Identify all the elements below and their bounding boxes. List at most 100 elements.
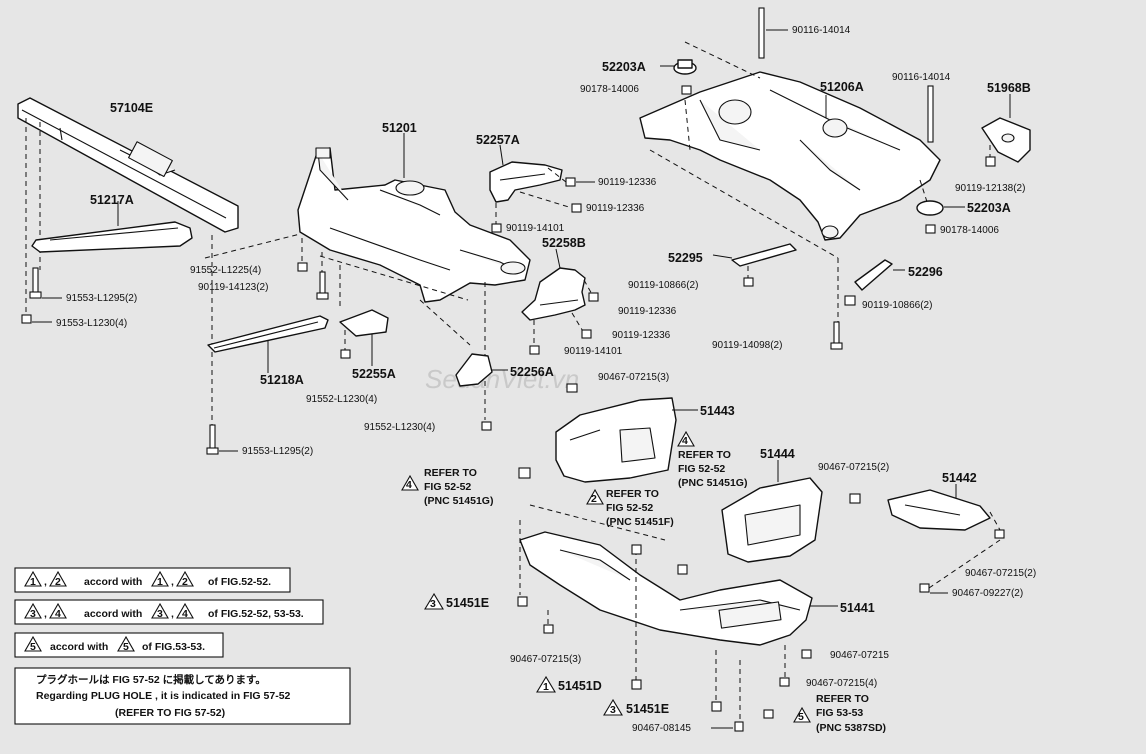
label-52258B: 52258B — [542, 236, 586, 250]
svg-text:3: 3 — [30, 608, 36, 620]
nut-90178-14006-b — [925, 224, 936, 234]
label-90178-14006-a: 90178-14006 — [580, 84, 639, 95]
bolt-90119-12336-a — [565, 177, 576, 187]
label-51206A: 51206A — [820, 80, 864, 94]
svg-text:(PNC 51451F): (PNC 51451F) — [606, 516, 674, 528]
label-90467-07215-f: 90467-07215(4) — [806, 678, 877, 689]
svg-text:Regarding PLUG HOLE , it is: Regarding PLUG HOLE , it is indicated in… — [36, 690, 291, 702]
bolt-90119-12336-c — [588, 292, 599, 302]
bolt-91553-L1295-upper — [29, 267, 42, 299]
bolt-90119-14101-b — [529, 345, 540, 355]
label-90116-14014-b: 90116-14014 — [892, 72, 951, 83]
bolt-90119-14098 — [830, 321, 843, 350]
label-90467-09227: 90467-09227(2) — [952, 588, 1023, 599]
svg-text:3: 3 — [610, 704, 616, 716]
label-57104E: 57104E — [110, 101, 153, 115]
part-51442-under-cover[interactable] — [887, 489, 991, 531]
svg-text:3: 3 — [430, 598, 436, 610]
svg-text:2: 2 — [55, 576, 61, 588]
clip-51451E-b — [711, 701, 722, 712]
svg-text:3: 3 — [157, 608, 163, 620]
svg-text:of FIG.52-52.: of FIG.52-52. — [208, 576, 271, 588]
bushing-52203A-top[interactable] — [673, 59, 697, 75]
label-51451E-a: 51451E — [446, 596, 489, 610]
clip-51451G-b — [677, 564, 688, 575]
watermark-text: SedanViet.vn — [425, 364, 579, 394]
mark-51451E-a: 3 — [424, 592, 444, 610]
mark-51451E-b: 3 — [603, 698, 623, 716]
legend-row-1: 1 , 2 accord with 1 , 2 of FIG.52-52. — [14, 567, 291, 593]
label-51218A: 51218A — [260, 373, 304, 387]
part-52255A-plate[interactable] — [339, 309, 389, 337]
part-57104E-crossmember[interactable] — [17, 97, 239, 233]
bolt-91552-L1225 — [297, 262, 308, 272]
clip-90467-07215-e — [801, 649, 812, 659]
label-51444: 51444 — [760, 447, 795, 461]
label-91552-L1225: 91552-L1225(4) — [190, 265, 261, 276]
bolt-91552-L1230-b — [481, 421, 492, 431]
svg-text:REFER TO: REFER TO — [678, 449, 731, 461]
svg-text:accord with: accord with — [50, 641, 108, 653]
legend-row-2: 3 , 4 accord with 3 , 4 of FIG.52-52, 53… — [14, 599, 324, 625]
svg-text:4: 4 — [55, 608, 61, 620]
label-51441: 51441 — [840, 601, 875, 615]
label-90119-14101-b: 90119-14101 — [564, 346, 623, 357]
svg-text:5: 5 — [123, 641, 129, 653]
svg-text:1: 1 — [157, 576, 163, 588]
label-51443: 51443 — [700, 404, 735, 418]
clip-90467-07215-b — [849, 493, 861, 504]
part-51218A-bracket[interactable] — [207, 315, 329, 353]
label-52296: 52296 — [908, 265, 943, 279]
part-52256A-bracket[interactable] — [455, 353, 493, 387]
bolt-90119-12336-b — [571, 203, 582, 213]
label-52256A: 52256A — [510, 365, 554, 379]
svg-text:FIG 52-52: FIG 52-52 — [678, 463, 725, 475]
part-52296-brace[interactable] — [854, 259, 893, 291]
svg-text:FIG 52-52: FIG 52-52 — [606, 502, 653, 514]
clip-51451E-a — [517, 596, 528, 607]
part-51444-under-cover[interactable] — [721, 477, 823, 563]
label-51201: 51201 — [382, 121, 417, 135]
label-90119-14123: 90119-14123(2) — [198, 282, 268, 293]
svg-text:5: 5 — [30, 641, 36, 653]
svg-text:2: 2 — [182, 576, 188, 588]
bolt-91552-L1230-a — [340, 349, 351, 359]
note-refer-51451F: 2 REFER TO FIG 52-52 (PNC 51451F) — [586, 488, 674, 528]
part-52295-brace[interactable] — [731, 243, 797, 267]
svg-text:,: , — [44, 576, 47, 588]
clip-51451G — [518, 467, 531, 479]
svg-text:(PNC 5387SD): (PNC 5387SD) — [816, 722, 886, 734]
part-52257A-arm-bracket[interactable] — [489, 161, 563, 203]
part-51217A-bracket[interactable] — [31, 221, 193, 253]
label-91553-L1230: 91553-L1230(4) — [56, 318, 127, 329]
svg-text:FIG 52-52: FIG 52-52 — [424, 481, 471, 493]
part-51201-front-subframe[interactable] — [297, 147, 531, 303]
clip-90467-07215-f — [779, 677, 790, 687]
label-51451E-b: 51451E — [626, 702, 669, 716]
clip-90467-08145 — [734, 721, 744, 732]
label-52257A: 52257A — [476, 133, 520, 147]
svg-text:REFER TO: REFER TO — [424, 467, 477, 479]
svg-text:accord with: accord with — [84, 608, 142, 620]
label-52203A-top: 52203A — [602, 60, 646, 74]
part-51441-under-cover[interactable] — [519, 531, 813, 646]
bushing-52203A-right[interactable] — [916, 200, 944, 216]
bolt-90119-12138 — [985, 156, 996, 167]
svg-text:4: 4 — [406, 479, 412, 491]
label-91552-L1230-b: 91552-L1230(4) — [364, 422, 435, 433]
svg-text:,: , — [44, 608, 47, 620]
svg-text:4: 4 — [182, 608, 188, 620]
label-91553-L1295-upper: 91553-L1295(2) — [66, 293, 137, 304]
part-52258B-arm-bracket[interactable] — [521, 267, 586, 321]
label-90119-12138: 90119-12138(2) — [955, 183, 1025, 194]
label-90119-12336-d: 90119-12336 — [612, 330, 671, 341]
svg-text:,: , — [171, 576, 174, 588]
part-51206A-rear-subframe[interactable] — [639, 71, 941, 241]
part-51968B-bracket[interactable] — [981, 117, 1031, 163]
bolt-91553-L1295-lower — [206, 424, 219, 455]
svg-text:5: 5 — [798, 711, 804, 723]
label-90119-14098: 90119-14098(2) — [712, 340, 782, 351]
clip-90467-07215-c — [994, 529, 1005, 539]
part-51443-under-cover[interactable] — [555, 397, 677, 483]
